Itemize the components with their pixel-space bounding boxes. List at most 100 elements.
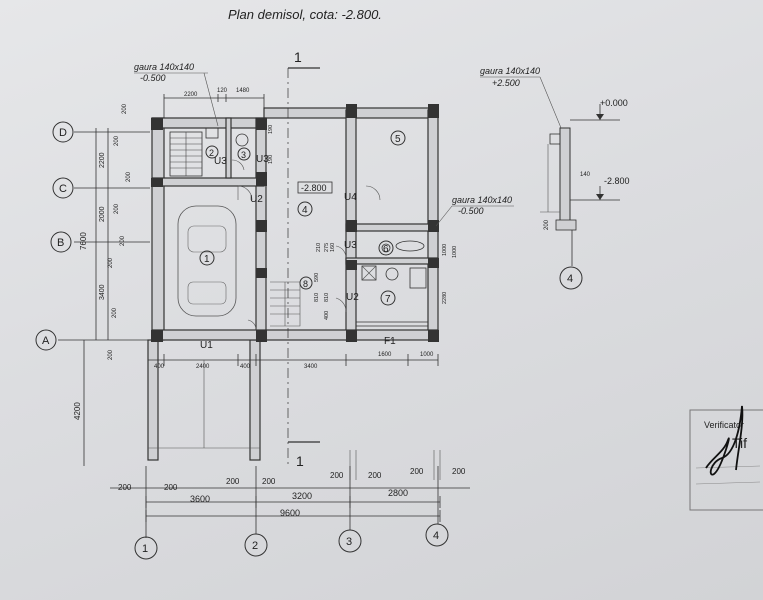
svg-text:3400: 3400 (304, 364, 318, 370)
wall-room-7 (345, 257, 439, 265)
dims-bottom-inner: 400 2400 400 3400 1600 1000 (148, 352, 439, 370)
svg-text:2800: 2800 (388, 488, 408, 498)
axis-col-3: 3 (346, 536, 352, 548)
svg-text:810: 810 (324, 293, 330, 302)
svg-text:140: 140 (580, 172, 591, 178)
opening-top-level: -0.500 (140, 73, 166, 83)
section-cut-bottom: 1 (296, 453, 304, 469)
svg-text:590: 590 (314, 273, 320, 282)
door-swings (231, 159, 381, 331)
window-f1-strip (356, 321, 428, 327)
svg-text:200: 200 (544, 219, 550, 230)
svg-text:2200: 2200 (99, 152, 106, 168)
room-1: 1 (204, 254, 210, 265)
stamp-line-1: Verificator (704, 420, 744, 430)
svg-text:2000: 2000 (99, 206, 106, 222)
wall-bath (225, 117, 232, 179)
svg-text:3200: 3200 (292, 491, 312, 501)
car-outline (177, 205, 237, 317)
section-cut-top: 1 (294, 49, 302, 65)
wall-left-lower (147, 339, 159, 461)
svg-text:1000: 1000 (442, 244, 448, 256)
section-level-bottom: -2.800 (604, 176, 630, 186)
svg-text:190: 190 (268, 125, 274, 134)
opening-section-name: gaura 140x140 (480, 66, 540, 76)
svg-text:400: 400 (240, 364, 251, 370)
dims-interior: 190 190 210 275 160 1000 2280 590 810 81… (268, 125, 458, 320)
door-labels: U1 U2 U2 U3 U3 U3 U4 F1 (200, 154, 396, 351)
room-2: 2 (209, 148, 214, 158)
svg-text:120: 120 (217, 88, 228, 94)
opening-right-name: gaura 140x140 (452, 195, 512, 205)
svg-text:200: 200 (114, 203, 120, 214)
door-u3-a: U3 (214, 156, 227, 167)
svg-text:2280: 2280 (442, 292, 448, 304)
wall-left (151, 117, 165, 341)
axis-row-d: D (59, 127, 67, 139)
signature (705, 405, 744, 476)
row-axes: D C B A (35, 121, 150, 351)
section-detail: gaura 140x140 +2.500 +0.000 -2.800 140 2… (480, 66, 630, 290)
svg-text:1000: 1000 (420, 352, 434, 358)
svg-text:200: 200 (164, 483, 178, 492)
stamp: Verificator Tif (689, 409, 763, 511)
room-3: 3 (241, 150, 246, 160)
section-axis-4: 4 (567, 273, 573, 285)
svg-text:200: 200 (368, 471, 382, 480)
axis-row-a: A (42, 335, 50, 347)
svg-text:200: 200 (122, 103, 128, 114)
room-8: 8 (303, 279, 308, 289)
axis-col-2: 2 (252, 540, 258, 552)
axis-col-4: 4 (433, 530, 439, 542)
wall-row-c (151, 177, 265, 187)
svg-text:1480: 1480 (236, 88, 250, 94)
dims-left: 7600 4200 2200 2000 3400 200 200 200 200… (73, 103, 132, 466)
svg-text:4200: 4200 (73, 402, 82, 420)
columns (151, 104, 439, 342)
room-7: 7 (385, 294, 391, 305)
door-u3-c: U3 (344, 240, 357, 251)
svg-text:2200: 2200 (184, 92, 198, 98)
room-6: 6 (383, 244, 389, 255)
dims-top: 2200 120 1480 (163, 88, 265, 118)
door-u1: U1 (200, 340, 213, 351)
svg-text:200: 200 (114, 135, 120, 146)
svg-text:200: 200 (226, 477, 240, 486)
lower-lines (148, 360, 441, 480)
svg-text:160: 160 (330, 243, 336, 252)
svg-text:200: 200 (262, 477, 276, 486)
svg-text:9600: 9600 (280, 508, 300, 518)
svg-text:3600: 3600 (190, 494, 210, 504)
stair-hatch (169, 131, 203, 177)
opening-section-level: +2.500 (492, 78, 520, 88)
fixtures (205, 127, 427, 289)
svg-text:200: 200 (330, 471, 344, 480)
door-u2-a: U2 (250, 194, 263, 205)
wall-room-6 (345, 223, 439, 232)
room-4: 4 (302, 205, 308, 216)
opening-right-level: -0.500 (458, 206, 484, 216)
svg-text:1000: 1000 (452, 246, 458, 258)
axis-row-b: B (57, 237, 64, 249)
svg-text:200: 200 (120, 235, 126, 246)
svg-text:200: 200 (118, 483, 132, 492)
walls (147, 107, 439, 461)
axis-row-c: C (59, 183, 67, 195)
svg-text:200: 200 (410, 467, 424, 476)
door-u4: U4 (344, 192, 357, 203)
floor-level: -2.800 (301, 183, 327, 193)
dims-bottom: 200 200 200 200 200 200 200 200 3600 320… (110, 467, 470, 522)
svg-text:400: 400 (324, 311, 330, 320)
axis-col-1: 1 (142, 543, 148, 555)
svg-text:200: 200 (108, 257, 114, 268)
wall-top-left (151, 117, 265, 129)
svg-text:190: 190 (268, 155, 274, 164)
col-axes: 1 2 3 4 (134, 466, 449, 560)
svg-text:2400: 2400 (196, 364, 210, 370)
svg-text:1600: 1600 (378, 352, 392, 358)
svg-text:200: 200 (108, 349, 114, 360)
plan-title: Plan demisol, cota: -2.800. (228, 7, 382, 22)
wall-axis-2-lower (249, 339, 261, 461)
door-u2-b: U2 (346, 292, 359, 303)
